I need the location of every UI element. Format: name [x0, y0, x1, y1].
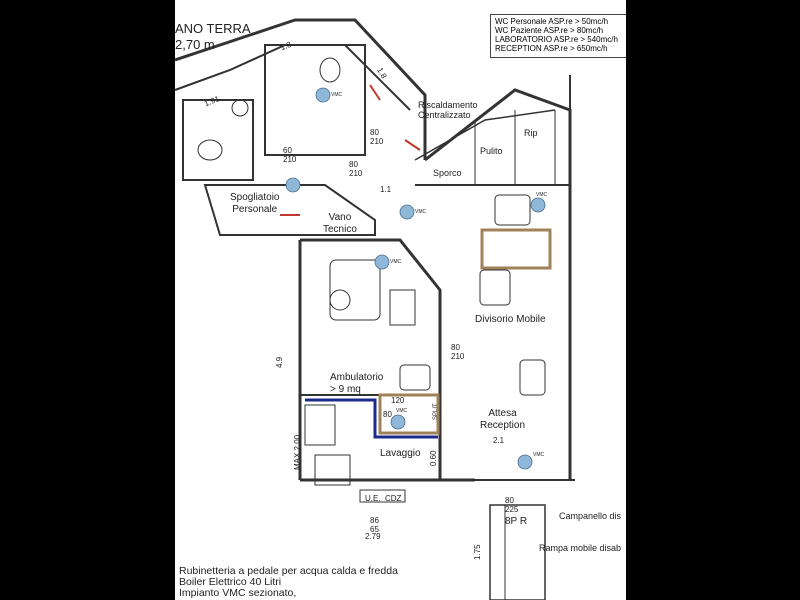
- vmc-label: VMC: [390, 259, 402, 265]
- doorbell-label: Campanello dis: [559, 511, 622, 521]
- vmc-label: VMC: [331, 92, 343, 98]
- vmc-icon-1: [315, 87, 331, 103]
- dimension-label: 2.1: [493, 436, 505, 445]
- dimension-label: 80 225: [505, 496, 519, 514]
- dimension-label: 80 210: [370, 128, 384, 146]
- room-vano-tecnico: Vano Tecnico: [323, 212, 357, 235]
- dimension-label: 80 210: [349, 160, 363, 178]
- dimension-label: 0.60: [429, 450, 438, 466]
- max-height-label: MAX 2,00: [293, 434, 302, 470]
- vmc-label: VMC: [415, 209, 427, 215]
- ventilation-legend: WC Personale ASP.re > 50mc/h WC Paziente…: [490, 14, 626, 58]
- floor-plan-drawing: [175, 18, 575, 600]
- legend-item: WC Paziente ASP.re > 80mc/h: [495, 26, 604, 35]
- room-spogliatoio: Spogliatoio Personale: [230, 192, 280, 215]
- note-line: Boiler Elettrico 40 Litri: [179, 576, 282, 588]
- dimension-label: 86 65: [370, 516, 379, 534]
- ramp-label: Rampa mobile disab: [539, 543, 622, 553]
- room-pulito: Pulito: [480, 146, 503, 156]
- vmc-units: [285, 87, 546, 470]
- vmc-icon-7: [517, 454, 533, 470]
- room-attesa: Attesa Reception: [480, 408, 526, 431]
- vmc-icon-2: [285, 177, 301, 193]
- vmc-icon-3: [399, 204, 415, 220]
- heating-note: Riscaldamento Centralizzato: [418, 100, 478, 120]
- vmc-icon-4: [374, 254, 390, 270]
- vmc-icon-5: [530, 197, 546, 213]
- desk-highlight: [480, 228, 552, 270]
- room-ambulatorio: Ambulatorio > 9 mq: [330, 372, 384, 395]
- legend-item: LABORATORIO ASP.re > 540mc/h: [495, 35, 618, 44]
- sink-highlight: [378, 393, 440, 435]
- dimension-label: 1.75: [473, 544, 482, 560]
- floor-title: ANO TERRA: [175, 21, 251, 36]
- cdz-label: CDZ: [385, 494, 402, 503]
- floor-plan-sheet: ANO TERRA 2,70 m WC Personale ASP.re > 5…: [175, 0, 626, 600]
- dimension-label: 120: [391, 396, 405, 405]
- room-rip: Rip: [524, 128, 538, 138]
- dimension-label: 1.1: [380, 185, 392, 194]
- note-line: Rubinetteria a pedale per acqua calda e …: [179, 565, 398, 577]
- split-label: SPLIT: [433, 403, 439, 420]
- dimension-label: 4.9: [275, 356, 284, 368]
- ue-label: U.E.: [365, 494, 381, 503]
- dimension-label: 80 210: [451, 343, 465, 361]
- vmc-label: VMC: [533, 452, 545, 458]
- legend-item: RECEPTION ASP.re > 650mc/h: [495, 44, 608, 53]
- notes-block: Rubinetteria a pedale per acqua calda e …: [179, 566, 398, 599]
- vmc-label: VMC: [396, 408, 408, 414]
- bpr-label: 8P R: [505, 516, 528, 527]
- room-lavaggio: Lavaggio: [380, 448, 421, 459]
- room-divisorio: Divisorio Mobile: [475, 314, 546, 325]
- vmc-icon-6: [390, 414, 406, 430]
- dimension-label: 60 210: [283, 146, 297, 164]
- floor-height: 2,70 m: [175, 37, 215, 52]
- room-sporco: Sporco: [433, 168, 462, 178]
- lavaggio-boundary: [305, 398, 438, 439]
- dimension-label: 80: [383, 410, 392, 419]
- dimension-label: 2.79: [365, 532, 381, 541]
- legend-item: WC Personale ASP.re > 50mc/h: [495, 17, 609, 26]
- note-line: Impianto VMC sezionato,: [179, 587, 297, 599]
- vmc-label: VMC: [536, 192, 548, 198]
